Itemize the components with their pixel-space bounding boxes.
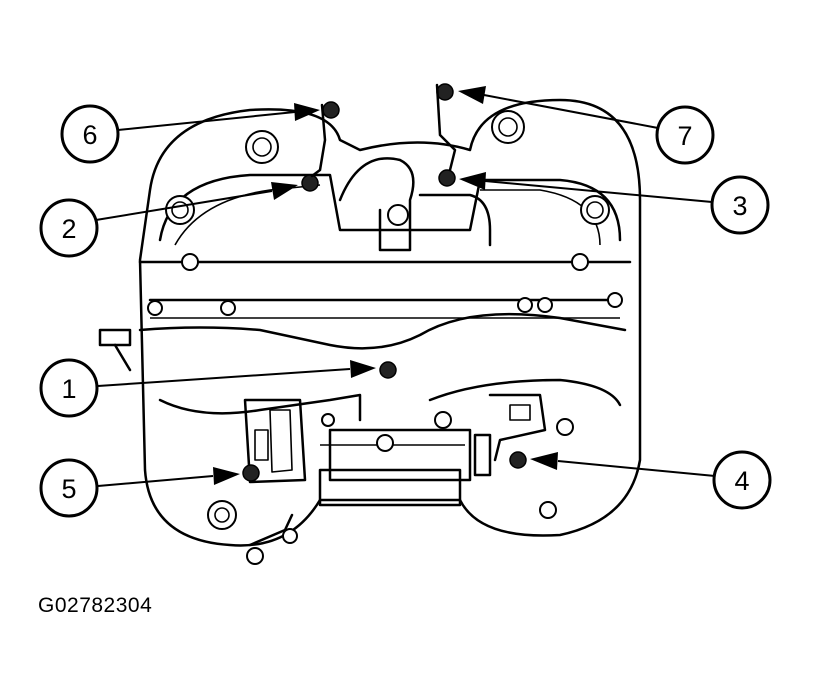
figure-code: G02782304	[38, 594, 153, 617]
bolt-3	[438, 169, 456, 187]
bolt-1	[379, 361, 397, 379]
callout-4: 4	[530, 450, 772, 510]
callout-number: 3	[732, 191, 747, 221]
callout-number: 2	[61, 214, 76, 244]
callout-5: 5	[39, 458, 240, 518]
bolt-4	[509, 451, 527, 469]
callouts: 1 2 3 4 5	[39, 86, 772, 518]
callout-7: 7	[458, 86, 715, 165]
callout-3: 3	[459, 172, 770, 235]
callout-number: 4	[734, 466, 749, 496]
callout-number: 6	[82, 120, 97, 150]
indicated-bolts	[242, 83, 527, 482]
manifold-body	[98, 98, 642, 547]
callout-6: 6	[60, 103, 320, 164]
callout-2: 2	[39, 182, 298, 258]
callout-number: 5	[61, 474, 76, 504]
bolt-bosses	[147, 110, 623, 565]
callout-number: 7	[677, 121, 692, 151]
bolt-2	[301, 174, 319, 192]
callout-1: 1	[39, 358, 376, 418]
bolt-7	[436, 83, 454, 101]
bolt-5	[242, 464, 260, 482]
bolt-6	[322, 101, 340, 119]
callout-number: 1	[61, 374, 76, 404]
